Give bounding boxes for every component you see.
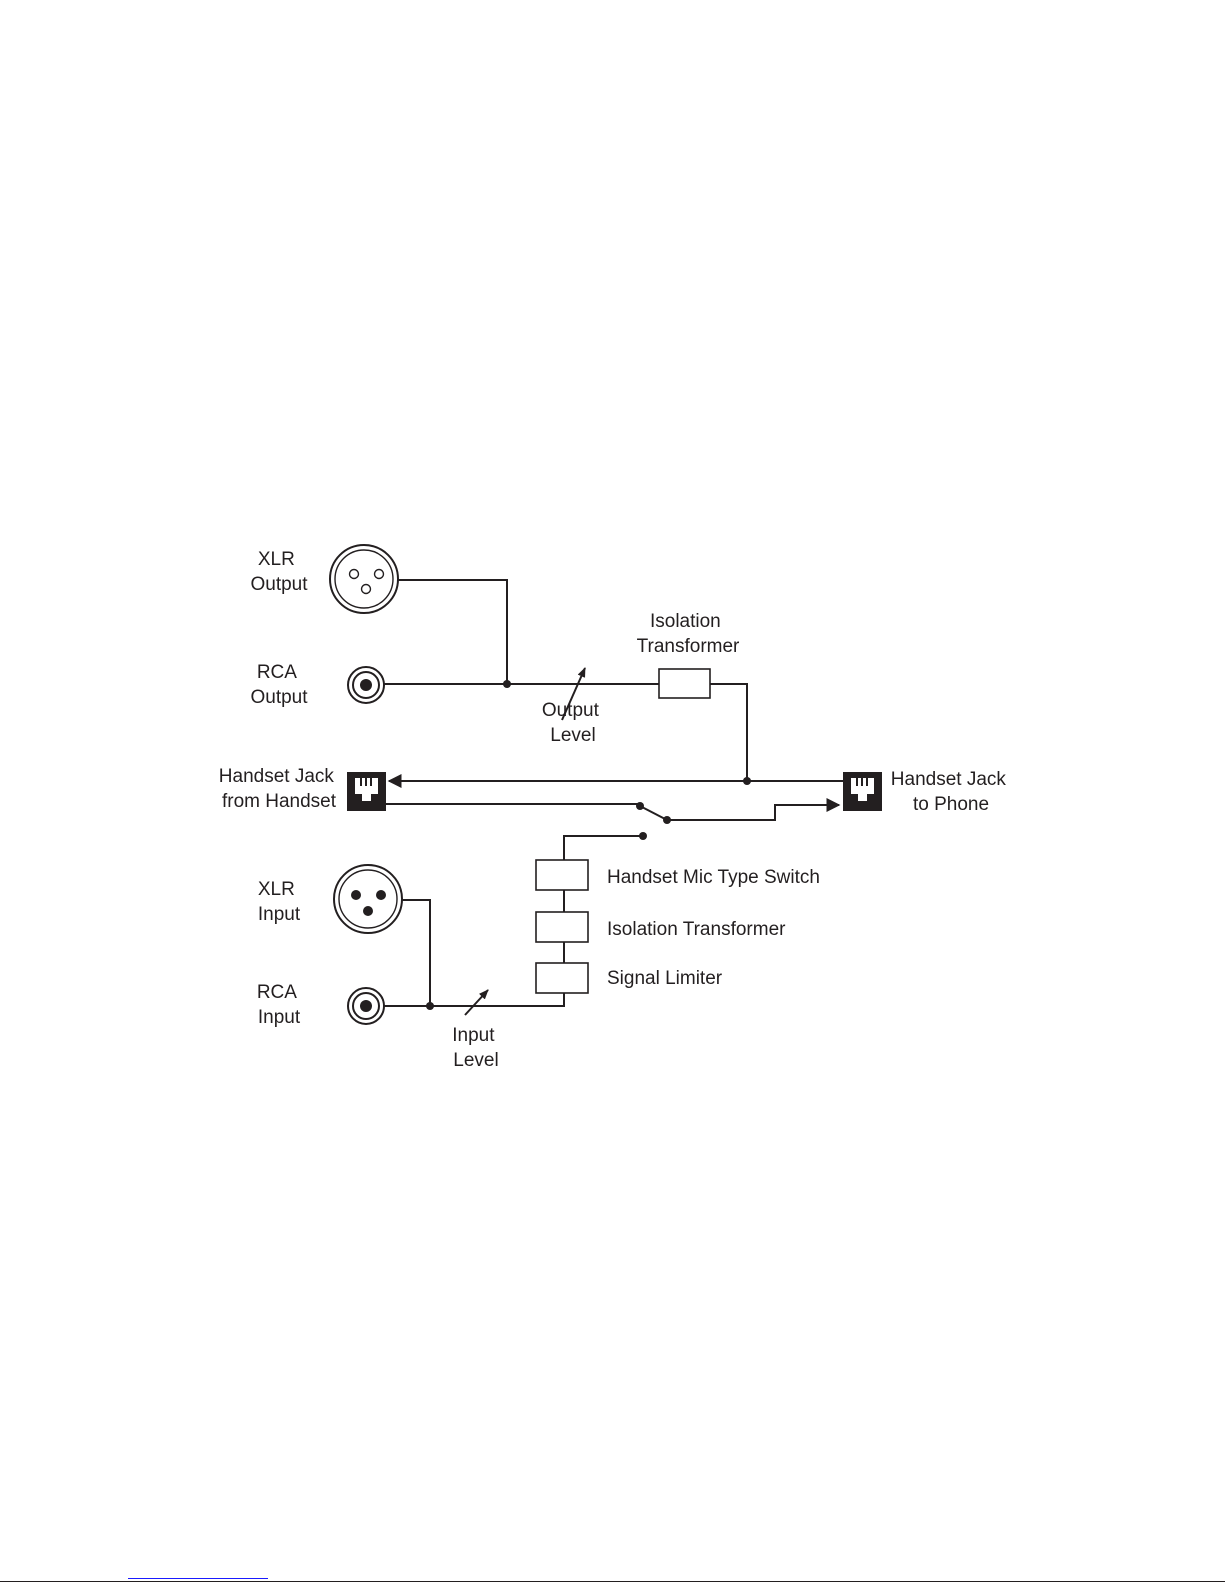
xlr-pin [375, 570, 384, 579]
xlr-input-label: XLR Input [258, 879, 301, 925]
earpiece-junction-dot [743, 777, 751, 785]
output-level-label: Output Level [542, 700, 604, 746]
input-level-label: Input Level [452, 1025, 500, 1071]
rca-input-label: RCA Input [257, 982, 301, 1028]
isolation-transformer-input-box [536, 912, 588, 942]
xlr-output-label: XLR Output [250, 549, 308, 595]
rca-input-connector [348, 988, 384, 1024]
xlr-output-wire [398, 580, 507, 684]
handset-jack-to-phone-label: Handset Jack to Phone [891, 769, 1011, 815]
xlr-pin [376, 890, 386, 900]
footnote-link-underline[interactable] [128, 1578, 268, 1579]
xlr-pin [362, 585, 371, 594]
switch-alt-contact-wire [564, 836, 643, 860]
switch-blade [640, 806, 667, 820]
signal-limiter-box [536, 963, 588, 993]
isolation-transformer-input-label: Isolation Transformer [607, 919, 786, 940]
isolation-transformer-output-box [659, 669, 710, 698]
handset-jack-from-handset [347, 772, 386, 811]
xlr-input-wire [402, 900, 430, 1006]
handset-jack-from-handset-label: Handset Jack from Handset [219, 766, 339, 812]
xlr-output-connector [330, 545, 398, 613]
handset-mic-type-switch-box [536, 860, 588, 890]
mic-to-phone-wire [667, 805, 839, 820]
signal-limiter-label: Signal Limiter [607, 968, 723, 989]
rca-output-label: RCA Output [250, 662, 308, 708]
input-level-pot-arrow [465, 990, 488, 1015]
page-bottom-rule [0, 1581, 1225, 1582]
xlr-pin [351, 890, 361, 900]
output-junction-dot [503, 680, 511, 688]
transformer-to-handset-wire [710, 684, 747, 781]
isolation-transformer-output-label: Isolation Transformer [637, 611, 740, 657]
xlr-pin [350, 570, 359, 579]
rca-output-connector [348, 667, 384, 703]
switch-alt-contact-dot [639, 832, 647, 840]
handset-jack-to-phone [843, 772, 882, 811]
handset-mic-type-switch-label: Handset Mic Type Switch [607, 867, 820, 888]
xlr-input-connector [334, 865, 402, 933]
xlr-pin [363, 906, 373, 916]
